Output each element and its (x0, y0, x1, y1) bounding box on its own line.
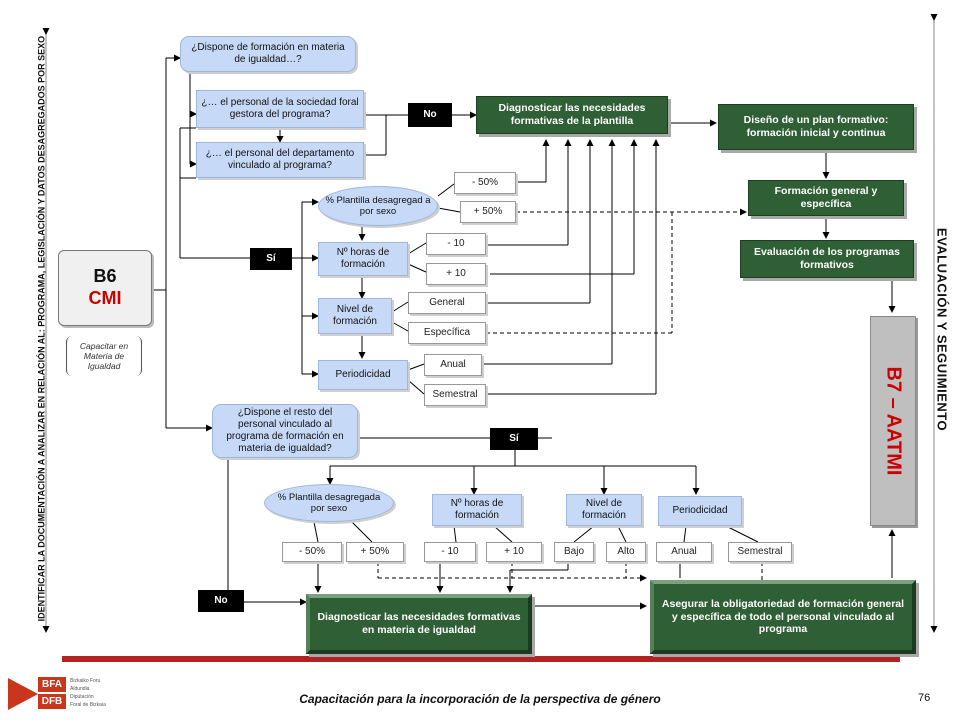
criterion-plantilla-top: % Plantilla desagregad a por sexo (318, 186, 438, 226)
option-general-top: General (408, 292, 486, 314)
option-plus10-top: + 10 (426, 263, 486, 285)
question-departamento: ¿… el personal del departamento vinculad… (196, 142, 364, 178)
criterion-nivel-top: Nivel de formación (318, 298, 392, 334)
criterion-periodicidad-top: Periodicidad (318, 360, 408, 390)
footer-title: Capacitación para la incorporación de la… (299, 692, 661, 706)
process-asegurar-obligatoriedad: Asegurar la obligatoriedad de formación … (650, 580, 916, 654)
b6-code: B6 (93, 266, 117, 287)
b7-label: B7 – AATMI (882, 366, 904, 476)
option-anual-top: Anual (424, 354, 482, 376)
label-si-bottom: Sí (490, 428, 538, 450)
option-plus50-bottom: + 50% (346, 542, 404, 562)
process-diagnosticar-igualdad: Diagnosticar las necesidades formativas … (306, 594, 532, 654)
label-si-top: Sí (250, 248, 292, 270)
question-sociedad-foral: ¿… el personal de la sociedad foral gest… (196, 90, 364, 128)
process-evaluacion: Evaluación de los programas formativos (740, 240, 914, 278)
b6-name: CMI (88, 288, 122, 308)
option-especifica-top: Específica (408, 322, 486, 344)
label-no-top: No (408, 103, 452, 127)
footer-logo: BFA DFB Bizkaiko Foru Aldundia Diputació… (8, 676, 118, 712)
option-plus50-top: + 50% (460, 201, 516, 223)
criterion-nivel-bottom: Nivel de formación (566, 494, 642, 526)
option-minus50-top: - 50% (454, 172, 516, 194)
option-anual-bottom: Anual (656, 542, 712, 562)
option-minus50-bottom: - 50% (282, 542, 342, 562)
option-minus10-top: - 10 (426, 233, 486, 255)
option-semestral-top: Semestral (424, 384, 486, 406)
option-plus10-bottom: + 10 (486, 542, 542, 562)
criterion-horas-top: Nº horas de formación (318, 242, 408, 276)
process-diseno-plan: Diseño de un plan formativo: formación i… (718, 104, 914, 150)
option-semestral-bottom: Semestral (728, 542, 792, 562)
process-formacion-general: Formación general y específica (748, 180, 904, 216)
b6-cmi-block: B6 CMI (58, 250, 152, 326)
logo-dfb: DFB (38, 694, 66, 709)
criterion-plantilla-bottom: % Plantilla desagregada por sexo (264, 484, 394, 522)
option-bajo-bottom: Bajo (554, 542, 594, 562)
criterion-horas-bottom: Nº horas de formación (432, 494, 522, 526)
b7-aatmi-block: B7 – AATMI (870, 316, 916, 526)
question-resto-personal: ¿Dispone el resto del personal vinculado… (212, 404, 358, 458)
logo-text: Bizkaiko Foru Aldundia Diputación Foral … (70, 678, 106, 708)
logo-bfa: BFA (38, 677, 66, 692)
question-formacion-igualdad: ¿Dispone de formación en materia de igua… (180, 36, 356, 72)
b6-note: Capacitar en Materia de Igualdad (66, 336, 142, 376)
label-no-bottom: No (198, 590, 244, 612)
process-diagnosticar-plantilla: Diagnosticar las necesidades formativas … (476, 96, 668, 134)
option-alto-bottom: Alto (606, 542, 646, 562)
criterion-periodicidad-bottom: Periodicidad (658, 496, 742, 526)
option-minus10-bottom: - 10 (424, 542, 476, 562)
page-number: 76 (918, 692, 931, 704)
